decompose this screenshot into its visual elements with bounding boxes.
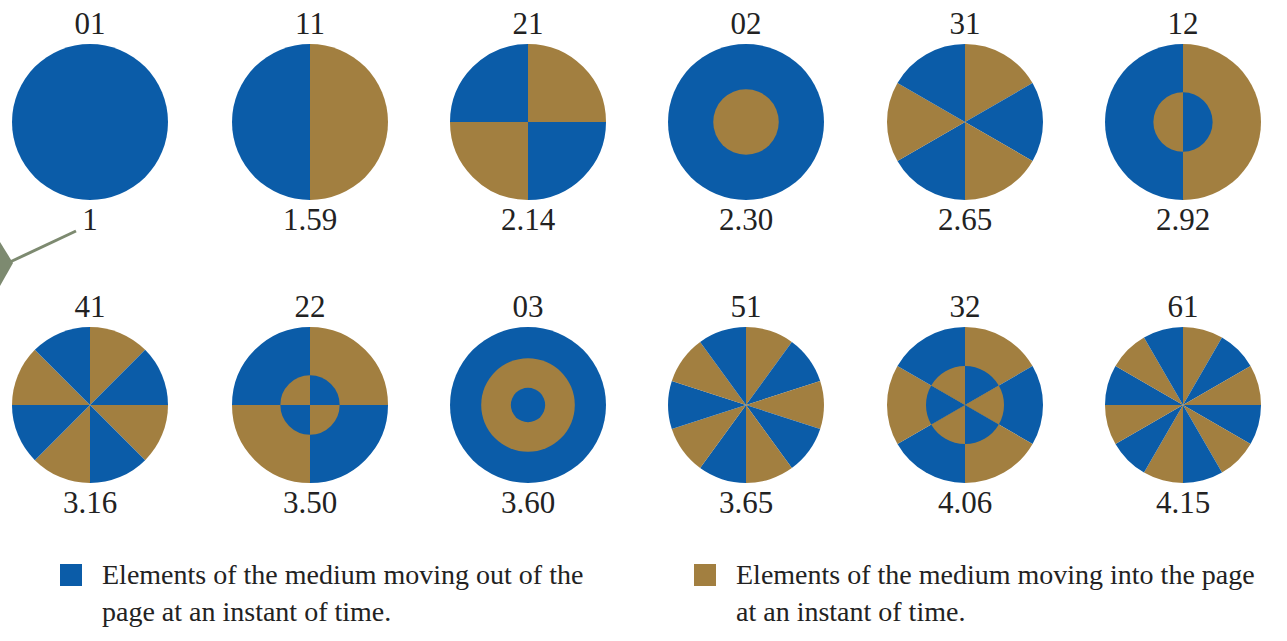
mode-disc: 324.06: [875, 289, 1055, 521]
mode-region: [35, 327, 90, 405]
leader-tip: [0, 242, 13, 286]
mode-region: [12, 405, 90, 460]
mode-region: [1144, 327, 1183, 405]
mode-label: 12: [1093, 6, 1273, 42]
mode-pattern: [666, 325, 826, 485]
mode-disc: 312.65: [875, 6, 1055, 238]
mode-region: [668, 44, 824, 200]
frequency-ratio: 3.65: [656, 485, 836, 521]
mode-label: 22: [220, 289, 400, 325]
frequency-ratio: 1: [0, 202, 180, 238]
mode-region: [90, 350, 168, 405]
legend-text: Elements of the medium moving out of the…: [102, 556, 642, 630]
mode-pattern: [448, 325, 608, 485]
mode-region: [1183, 92, 1213, 151]
legend-entry: Elements of the medium moving out of the…: [60, 556, 642, 630]
mode-label: 02: [656, 6, 836, 42]
mode-label: 11: [220, 6, 400, 42]
mode-region: [12, 44, 168, 200]
mode-region: [1183, 405, 1222, 483]
mode-disc: 033.60: [438, 289, 618, 521]
frequency-ratio: 2.65: [875, 202, 1055, 238]
legend-entry: Elements of the medium moving into the p…: [694, 556, 1276, 630]
mode-region: [232, 44, 310, 200]
mode-disc: 122.92: [1093, 6, 1273, 238]
frequency-ratio: 2.92: [1093, 202, 1273, 238]
mode-region: [280, 405, 310, 435]
mode-pattern: [885, 325, 1045, 485]
mode-region: [310, 327, 388, 405]
legend-swatch: [60, 564, 82, 586]
legend-swatch: [694, 564, 716, 586]
mode-label: 31: [875, 6, 1055, 42]
mode-region: [746, 405, 792, 483]
mode-label: 32: [875, 289, 1055, 325]
mode-region: [965, 122, 1033, 200]
mode-pattern: [10, 325, 170, 485]
mode-pattern: [230, 42, 390, 202]
mode-pattern: [666, 42, 826, 202]
mode-region: [232, 327, 310, 405]
mode-disc: 513.65: [656, 289, 836, 521]
mode-region: [897, 44, 965, 122]
mode-pattern: [448, 42, 608, 202]
mode-region: [310, 44, 388, 200]
mode-label: 41: [0, 289, 180, 325]
mode-region: [280, 375, 310, 405]
mode-region: [90, 405, 145, 483]
mode-region: [481, 358, 575, 452]
frequency-ratio: 4.15: [1093, 485, 1273, 521]
mode-disc: 111.59: [220, 6, 400, 238]
mode-region: [310, 375, 340, 405]
mode-label: 51: [656, 289, 836, 325]
mode-region: [310, 405, 340, 435]
mode-disc: 413.16: [0, 289, 180, 521]
mode-region: [1105, 44, 1183, 200]
mode-region: [528, 44, 606, 122]
mode-region: [1183, 44, 1261, 200]
mode-region: [450, 122, 528, 200]
mode-pattern: [10, 42, 170, 202]
mode-region: [310, 405, 388, 483]
mode-region: [700, 327, 746, 405]
mode-region: [511, 388, 545, 422]
mode-pattern: [230, 325, 390, 485]
mode-region: [1105, 405, 1183, 444]
frequency-ratio: 2.14: [438, 202, 618, 238]
frequency-ratio: 3.50: [220, 485, 400, 521]
frequency-ratio: 3.60: [438, 485, 618, 521]
mode-region: [931, 366, 965, 405]
legend-text: Elements of the medium moving into the p…: [736, 556, 1276, 630]
mode-disc: 223.50: [220, 289, 400, 521]
frequency-ratio: 2.30: [656, 202, 836, 238]
mode-region: [528, 122, 606, 200]
mode-label: 03: [438, 289, 618, 325]
mode-pattern: [885, 42, 1045, 202]
mode-label: 21: [438, 6, 618, 42]
mode-region: [232, 405, 310, 483]
mode-disc: 614.15: [1093, 289, 1273, 521]
mode-disc: 01 1: [0, 6, 180, 238]
mode-region: [1183, 366, 1261, 405]
frequency-ratio: 4.06: [875, 485, 1055, 521]
mode-label: 01: [0, 6, 180, 42]
mode-region: [450, 327, 606, 483]
mode-region: [1153, 92, 1183, 151]
mode-region: [450, 44, 528, 122]
mode-pattern: [1103, 325, 1263, 485]
mode-label: 61: [1093, 289, 1273, 325]
leader-line: [10, 231, 76, 262]
mode-disc: 212.14: [438, 6, 618, 238]
mode-pattern: [1103, 42, 1263, 202]
frequency-ratio: 1.59: [220, 202, 400, 238]
frequency-ratio: 3.16: [0, 485, 180, 521]
mode-region: [965, 405, 999, 444]
mode-region: [713, 89, 779, 155]
mode-disc: 022.30: [656, 6, 836, 238]
